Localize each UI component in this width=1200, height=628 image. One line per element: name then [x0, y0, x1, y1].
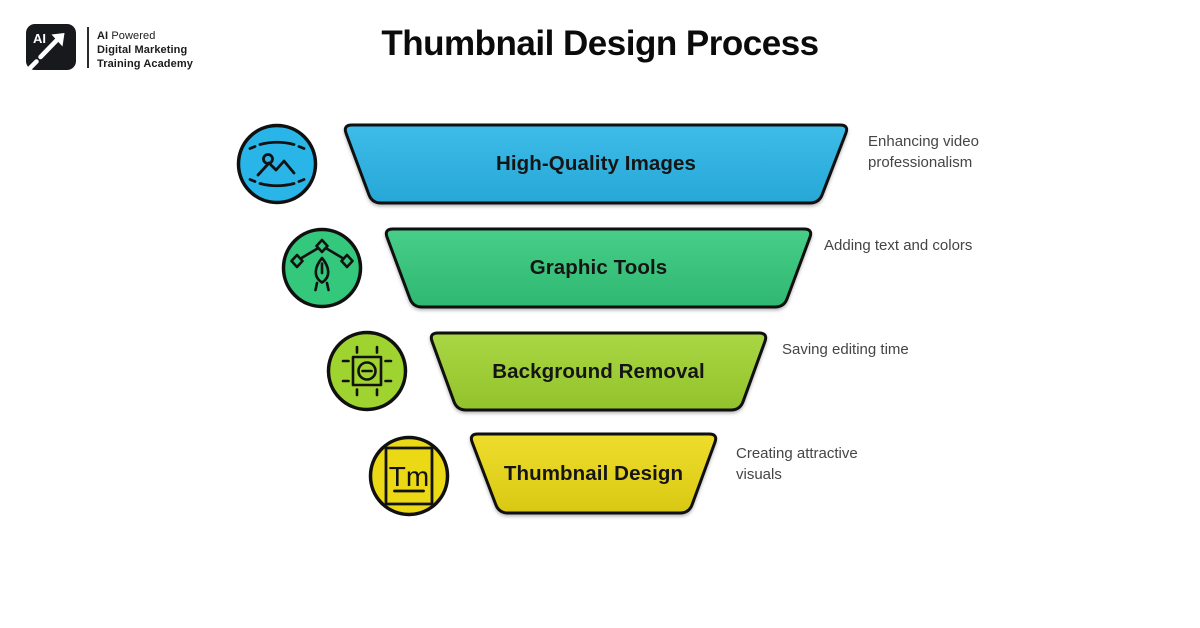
- growth-arrow-icon: [27, 33, 65, 71]
- background-removal-icon: [326, 330, 408, 412]
- image-icon: [236, 123, 318, 205]
- logo-line2: Digital Marketing: [97, 44, 188, 56]
- page-title: Thumbnail Design Process: [381, 24, 819, 63]
- note-background-removal: Saving editing time: [782, 341, 909, 358]
- logo-line1-rest: Powered: [108, 30, 156, 42]
- funnel-segment-graphic-tools: [384, 227, 813, 309]
- segment-label: Background Removal: [492, 359, 705, 383]
- segment-label: Thumbnail Design: [503, 461, 684, 485]
- segment-label: High-Quality Images: [495, 152, 697, 175]
- logo-caption: AI Powered Digital Marketing Training Ac…: [97, 29, 193, 71]
- text-style-icon: Tm: [368, 435, 450, 517]
- brand-logo: AI: [26, 24, 76, 71]
- tm-glyph-text: Tm: [389, 461, 429, 492]
- note-high-quality-images: Enhancing video professionalism: [868, 133, 979, 171]
- funnel-segment-thumbnail-design: [469, 432, 718, 515]
- logo-ai-text: AI: [33, 31, 46, 46]
- segment-label: Graphic Tools: [529, 256, 668, 279]
- note-graphic-tools: Adding text and colors: [824, 237, 973, 254]
- note-thumbnail-design: Creating attractive visuals: [736, 445, 858, 483]
- logo-line1-bold: AI: [97, 30, 109, 42]
- funnel-segment-high-quality-images: [343, 123, 849, 205]
- pen-tool-icon: [281, 227, 363, 309]
- logo-line3: Training Academy: [97, 58, 193, 70]
- logo-divider: [87, 27, 89, 68]
- funnel-segment-background-removal: [429, 331, 768, 412]
